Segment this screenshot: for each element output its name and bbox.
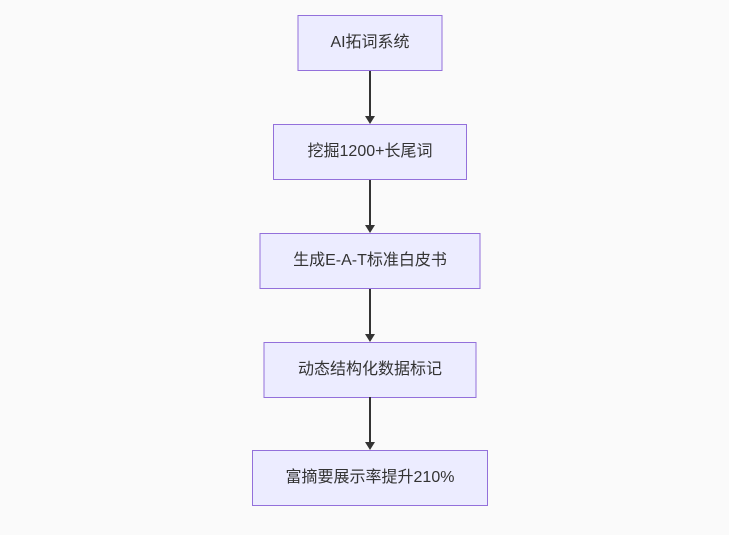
- flow-node-eat-whitepaper: 生成E-A-T标准白皮书: [259, 233, 481, 289]
- flow-node-longtail-mining: 挖掘1200+长尾词: [273, 124, 467, 180]
- flow-node-rich-snippet-rate: 富摘要展示率提升210%: [252, 450, 488, 506]
- edge-arrow-3: [364, 289, 376, 342]
- edge-line: [369, 180, 371, 225]
- flow-node-label: 生成E-A-T标准白皮书: [293, 252, 447, 270]
- flow-node-label: 挖掘1200+长尾词: [307, 143, 433, 161]
- edge-line: [369, 289, 371, 334]
- edge-line: [369, 397, 371, 442]
- flow-node-label: 动态结构化数据标记: [297, 361, 442, 379]
- edge-line: [369, 71, 371, 116]
- edge-arrow-1: [364, 71, 376, 124]
- edge-arrow-4: [364, 397, 376, 450]
- flow-node-ai-keyword-system: AI拓词系统: [297, 15, 443, 71]
- flow-node-label: 富摘要展示率提升210%: [285, 469, 455, 487]
- arrowhead-down-icon: [365, 442, 375, 450]
- arrowhead-down-icon: [365, 116, 375, 124]
- arrowhead-down-icon: [365, 225, 375, 233]
- edge-arrow-2: [364, 180, 376, 233]
- flow-node-label: AI拓词系统: [330, 34, 410, 52]
- flow-node-structured-data-markup: 动态结构化数据标记: [263, 342, 477, 398]
- arrowhead-down-icon: [365, 334, 375, 342]
